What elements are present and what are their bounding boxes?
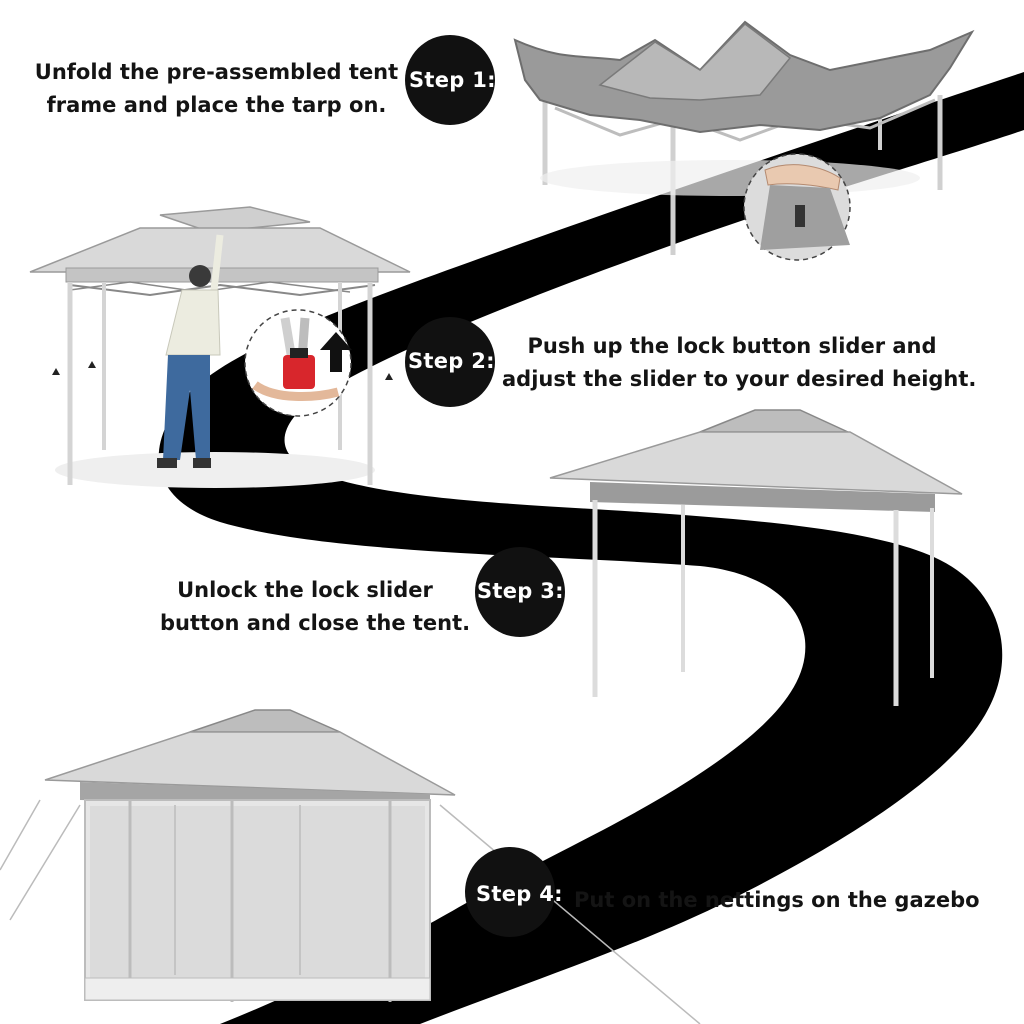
caption-line: Put on the nettings on the gazebo bbox=[574, 888, 980, 912]
step-2-label: Step 2: bbox=[408, 349, 495, 373]
caption-line: Push up the lock button slider and bbox=[527, 334, 937, 358]
caption-line: button and close the tent. bbox=[160, 611, 471, 635]
lock-slider-detail bbox=[244, 309, 352, 417]
step-4-label: Step 4: bbox=[476, 882, 563, 906]
step-3-caption: Unlock the lock slider button and close … bbox=[160, 574, 471, 640]
step-2-caption: Push up the lock button slider and adjus… bbox=[502, 330, 977, 396]
step-4-badge bbox=[465, 847, 555, 937]
caption-line: Unlock the lock slider bbox=[177, 578, 433, 602]
step-2-badge bbox=[405, 317, 495, 407]
caption-line: adjust the slider to your desired height… bbox=[502, 367, 977, 391]
step-1-label: Step 1: bbox=[409, 68, 496, 92]
step-3-label: Step 3: bbox=[477, 579, 564, 603]
tent-raised-with-person bbox=[29, 206, 411, 488]
step-4-caption: Put on the nettings on the gazebo bbox=[574, 884, 980, 917]
step-3-badge bbox=[475, 547, 565, 637]
caption-line: Unfold the pre-assembled tent bbox=[34, 60, 399, 84]
tarp-attach-detail bbox=[743, 153, 851, 261]
winding-road bbox=[158, 72, 1024, 1024]
caption-line: frame and place the tarp on. bbox=[46, 93, 387, 117]
step-1-badge bbox=[405, 35, 495, 125]
step-1-caption: Unfold the pre-assembled tent frame and … bbox=[34, 56, 399, 122]
gazebo-with-netting bbox=[0, 709, 701, 1024]
tent-closed bbox=[549, 409, 963, 706]
